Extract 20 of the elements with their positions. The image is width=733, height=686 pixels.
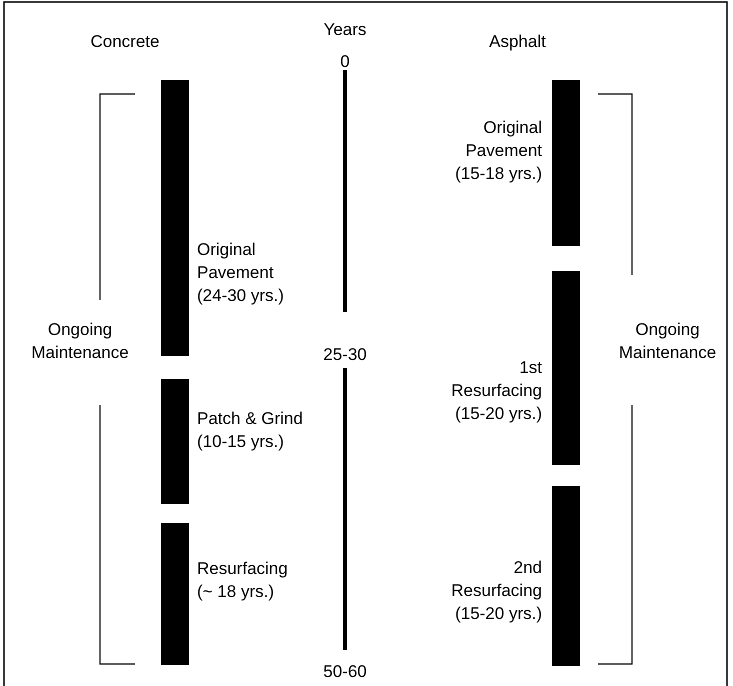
bar-label: 2nd Resurfacing (15-20 yrs.) xyxy=(450,557,542,625)
timeline-bar xyxy=(552,486,580,666)
timeline-bar xyxy=(161,379,189,504)
year-tick-label: 0 xyxy=(339,51,351,73)
timeline-bar xyxy=(161,80,189,356)
timeline-bar xyxy=(552,271,580,465)
bar-label: Patch & Grind (10-15 yrs.) xyxy=(197,408,304,453)
column-heading: Concrete xyxy=(90,31,160,53)
bar-label: Resurfacing (~ 18 yrs.) xyxy=(197,558,289,603)
bar-label: 1st Resurfacing (15-20 yrs.) xyxy=(450,357,542,425)
year-tick-label: 25-30 xyxy=(322,344,368,366)
year-tick-label: 50-60 xyxy=(322,661,368,683)
bracket-label: Ongoing Maintenance xyxy=(618,319,718,364)
column-heading: Asphalt xyxy=(488,31,547,53)
timeline-bar xyxy=(161,523,189,665)
axis-title: Years xyxy=(322,19,368,41)
bar-label: Original Pavement (15-18 yrs.) xyxy=(454,117,542,185)
bracket-label: Ongoing Maintenance xyxy=(30,319,130,364)
bar-label: Original Pavement (24-30 yrs.) xyxy=(197,239,285,307)
timeline-bar xyxy=(552,80,580,246)
